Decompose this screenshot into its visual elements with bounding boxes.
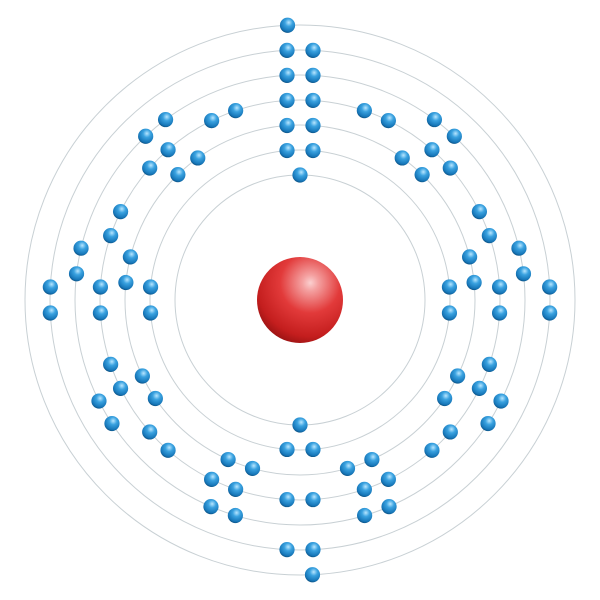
electron-shell6-8 [42,279,58,295]
electron-shell4-19 [228,481,244,497]
electron-shell5-5 [511,240,527,256]
electron-shell3-16 [122,249,138,265]
electron-shell6-2 [305,42,321,58]
electron-shell2-6 [279,441,295,458]
orbit-ring-5 [74,74,526,526]
electron-shell5-13 [104,415,120,432]
electron-shell4-2 [305,92,321,109]
orbit-ring-7 [24,24,576,576]
electron-shell5-9 [381,499,397,515]
electron-shell4-4 [380,112,396,129]
electron-shell3-2 [305,117,321,134]
electron-shell4-30 [160,142,176,158]
electrons [42,17,558,583]
electron-shell5-18 [157,111,174,128]
orbit-ring-6 [49,49,551,551]
electron-shell3-9 [364,451,380,468]
electron-shell4-15 [380,471,396,488]
electron-shell4-27 [103,228,119,244]
electron-shell4-3 [356,103,372,119]
electron-shell3-7 [450,368,466,384]
electron-shell6-1 [279,42,295,58]
electron-shell4-9 [491,279,508,295]
electron-shell5-3 [426,111,443,128]
electron-shell2-2 [305,142,321,159]
orbit-ring-2 [149,149,451,451]
electron-shell5-6 [515,266,532,282]
electron-shell4-20 [204,471,220,488]
electron-shell4-10 [491,305,508,321]
electron-shell3-6 [466,274,482,291]
electron-shell5-14 [91,393,107,409]
electron-shell7-2 [304,567,321,583]
electron-shell4-7 [471,204,488,220]
electron-shell3-12 [220,451,236,468]
electron-shell5-2 [305,67,321,83]
electron-shell3-5 [462,249,478,265]
electron-shell5-7 [493,393,509,409]
electron-shell3-8 [437,390,453,407]
electron-shell3-18 [190,150,206,166]
electron-shell5-15 [68,266,85,282]
electron-shell6-6 [279,542,295,558]
electron-shell5-16 [73,240,89,256]
orbit-ring-4 [99,99,501,501]
electron-shell4-29 [142,160,158,176]
electron-shell3-11 [244,460,261,477]
electron-shell4-5 [424,142,440,158]
electron-shell4-8 [481,228,497,244]
electron-shell5-12 [203,499,219,515]
electron-shell5-1 [279,67,295,83]
electron-shell4-22 [142,424,158,440]
electron-shell3-13 [147,390,163,407]
electron-shell4-16 [356,481,372,497]
electron-shell3-15 [118,274,134,291]
electron-shell4-24 [103,356,119,372]
electron-shell1-2 [292,417,308,433]
electron-shell4-31 [204,112,220,129]
electron-shell5-10 [357,507,373,524]
electron-shell3-3 [394,150,410,166]
electron-shell3-17 [170,167,186,183]
electron-shell3-1 [279,117,295,134]
electron-shell1-1 [292,167,308,183]
electron-shell4-28 [112,204,129,220]
electron-shell4-1 [279,92,295,109]
electron-shell2-5 [305,441,321,458]
electron-shell3-14 [134,368,150,384]
electron-shell4-6 [442,160,458,176]
electron-shell4-23 [112,380,129,396]
electron-shell4-13 [442,424,458,440]
orbit-ring-3 [124,124,476,476]
electron-shell5-8 [480,415,496,432]
electron-shell4-14 [424,442,440,458]
electron-shell4-32 [228,103,244,119]
orbit-rings [24,24,576,576]
electron-shell2-3 [441,279,458,295]
electron-shell5-11 [227,507,243,524]
electron-shell7-1 [279,17,296,33]
electron-shell4-12 [471,380,488,396]
electron-shell4-26 [92,279,109,295]
nucleus [257,257,343,343]
electron-shell6-7 [42,305,58,321]
electron-shell4-21 [160,442,176,458]
electron-shell6-3 [542,279,558,295]
electron-shell5-4 [446,128,462,144]
electron-shell3-4 [414,167,430,183]
electron-shell6-5 [305,542,321,558]
electron-shell2-1 [279,142,295,159]
electron-shell2-7 [142,305,159,321]
electron-shell4-18 [279,491,295,508]
electron-shell4-25 [92,305,109,321]
electron-shell2-4 [441,305,458,321]
electron-shell4-17 [305,491,321,508]
electron-shell4-11 [481,356,497,372]
electron-shell6-4 [542,305,558,321]
electron-shell3-10 [339,460,356,477]
electron-shell5-17 [138,128,154,144]
electron-shell2-8 [142,279,159,295]
